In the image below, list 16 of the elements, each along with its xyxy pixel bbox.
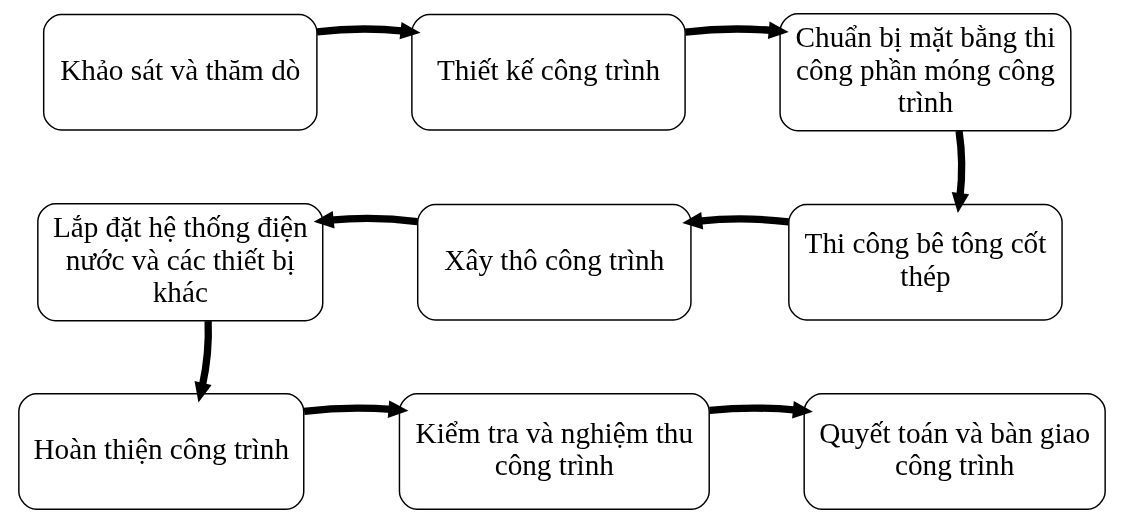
node-box: Khảo sát và thăm dò: [42, 13, 318, 131]
arrow: [681, 211, 789, 230]
arrow: [684, 21, 789, 39]
node-box: Hoàn thiện công trình: [17, 393, 304, 510]
arrow: [708, 400, 813, 419]
node-box: Quyết toán và bàn giao công trình: [802, 393, 1106, 510]
node-box: Thi công bê tông cốt thép: [787, 203, 1063, 321]
arrow: [313, 211, 418, 229]
node-box: Thiết kế công trình: [410, 13, 686, 131]
arrow: [194, 321, 212, 403]
node-box: Xây thô công trình: [416, 203, 692, 321]
arrow: [303, 400, 408, 418]
node-box: Chuẩn bị mặt bằng thi công phần móng công trình: [778, 13, 1072, 132]
node-box: Lắp đặt hệ thống điện nước và các thiết bị khác: [36, 203, 323, 322]
arrow: [951, 130, 969, 214]
node-box: Kiểm tra và nghiệm thu công trình: [398, 393, 710, 510]
